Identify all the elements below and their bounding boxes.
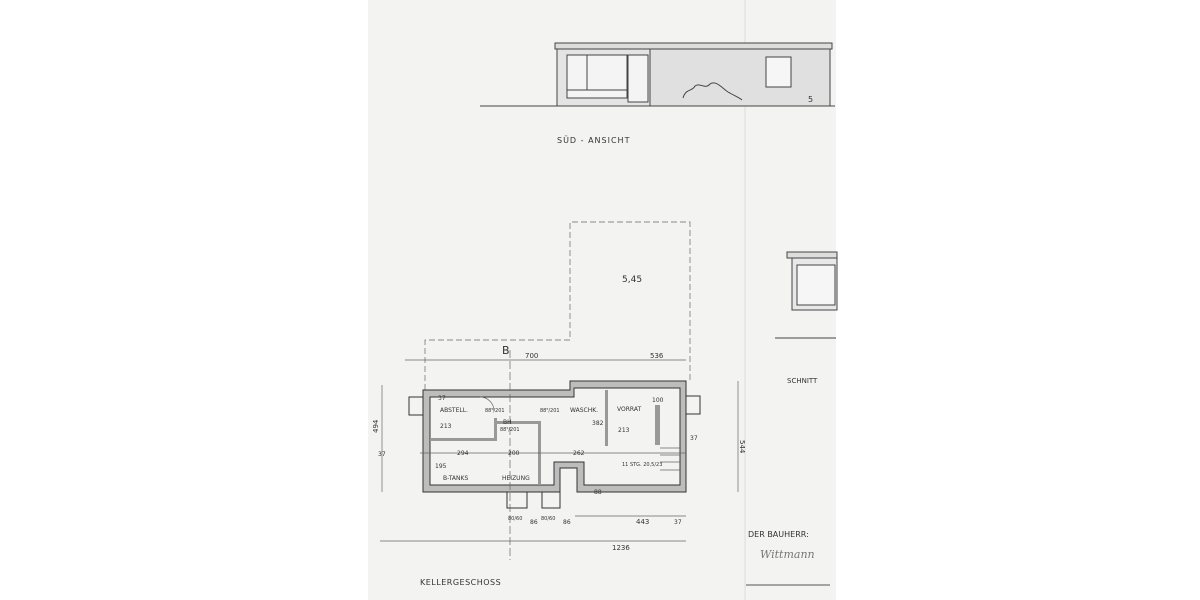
dim-88: 88 (594, 489, 602, 496)
dim-bottom-right: 443 (636, 518, 649, 526)
owner-block: DER BAUHERR: Wittmann (746, 530, 830, 586)
elevation-door (627, 54, 649, 103)
dim-100: 100 (652, 397, 664, 404)
stair-label: 11 STG. 20,5/23 (622, 462, 662, 468)
elevation-height-mark: 5 (808, 95, 813, 104)
elevation-window (566, 54, 628, 99)
wall-abstell (430, 438, 494, 441)
door-dim-3: 88⁵/201 (500, 427, 520, 433)
dim-top-left: 700 (525, 352, 538, 360)
section-marker-b: B (502, 344, 510, 357)
stairs (660, 447, 680, 471)
dim-86b: 86 (563, 519, 571, 526)
light-well-left (408, 396, 424, 416)
dim-262: 262 (573, 450, 585, 457)
dim-bottom-total: 1236 (612, 544, 630, 552)
dim-294: 294 (457, 450, 469, 457)
dim-left-total: 494 (372, 419, 380, 433)
light-well-right (685, 395, 701, 415)
light-well-bottom-1 (506, 491, 528, 509)
door-dim-2: 88⁵/201 (540, 408, 560, 414)
room-waschk: WASCHK. (570, 407, 598, 414)
room-bh: BH (503, 419, 512, 426)
dim-200: 200 (508, 450, 520, 457)
light-well-bottom-2 (541, 491, 561, 509)
room-tanks: B-TANKS (443, 475, 468, 482)
shrub-drawing (682, 82, 743, 101)
owner-signature: Wittmann (760, 548, 815, 561)
site-dimension: 5,45 (622, 275, 642, 285)
south-elevation: 5 SÜD - ANSICHT (480, 42, 835, 145)
room-vorrat: VORRAT (617, 406, 641, 413)
dim-37b: 37 (690, 435, 698, 442)
dim-195: 195 (435, 463, 447, 470)
room-heizung: HEIZUNG (502, 475, 530, 482)
elevation-title: SÜD - ANSICHT (557, 135, 630, 145)
house-wall (649, 48, 831, 107)
dim-bottom-37: 37 (674, 519, 682, 526)
dim-37c: 37 (438, 395, 446, 402)
interior-floor (429, 387, 681, 486)
room-abstell: ABSTELL. (440, 407, 468, 414)
section-title: SCHNITT (787, 377, 818, 385)
dim-window-b: 80/60 (541, 516, 555, 522)
door-dim-1: 88⁵/201 (485, 408, 505, 414)
owner-label: DER BAUHERR: (748, 530, 809, 539)
section-view: SCHNITT (775, 251, 838, 385)
dim-window-a: 80/60 (508, 516, 522, 522)
stair-wall (655, 405, 660, 445)
dim-382: 382 (592, 420, 604, 427)
dim-right-total: 544 (738, 440, 746, 454)
dim-37a: 37 (378, 451, 386, 458)
dim-top-right: 536 (650, 352, 664, 360)
dim-86a: 86 (530, 519, 538, 526)
elevation-small-window (765, 56, 792, 88)
basement-plan: B ABSTELL. WASCHK. VORRAT B-TANKS HEIZUN… (372, 344, 746, 587)
door-swing (479, 396, 495, 412)
roof-fascia (554, 42, 833, 50)
wall-vorrat (605, 390, 608, 446)
dim-213a: 213 (440, 423, 452, 430)
dim-213b: 213 (618, 427, 630, 434)
plan-title: KELLERGESCHOSS (420, 578, 501, 587)
site-outline: 5,45 (424, 221, 691, 390)
